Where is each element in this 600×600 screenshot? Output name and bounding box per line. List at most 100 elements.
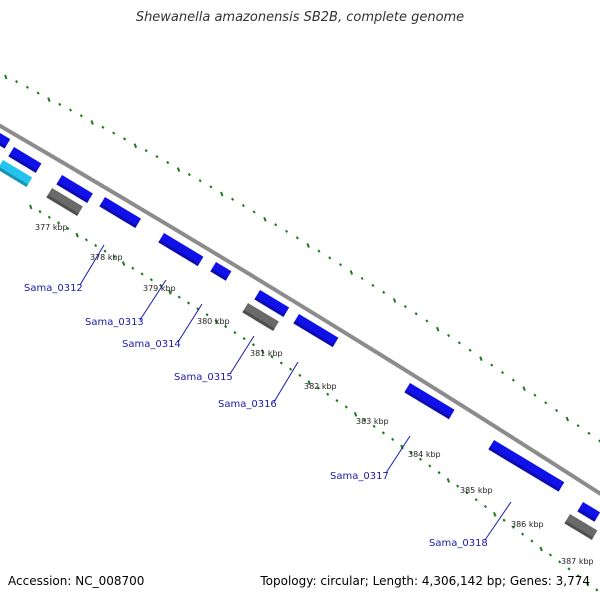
gc-dot	[554, 408, 559, 413]
gc-dot	[112, 131, 116, 135]
gc-dot	[371, 283, 375, 287]
gc-dot	[425, 319, 429, 323]
gc-dot	[565, 416, 570, 422]
gene-block	[0, 160, 33, 187]
gene-label[interactable]: Sama_0314	[122, 339, 181, 350]
gc-dot	[298, 373, 302, 378]
gc-dot	[121, 261, 126, 266]
gc-dot	[511, 525, 515, 529]
gc-dot	[112, 255, 116, 259]
gc-dot	[576, 424, 580, 428]
gene-label[interactable]: Sama_0316	[218, 399, 277, 410]
gc-dot	[353, 412, 358, 417]
gc-dot	[428, 464, 432, 468]
gc-dot	[483, 504, 488, 509]
gc-dot	[382, 290, 386, 294]
gc-dot	[409, 450, 413, 455]
gene-label[interactable]: Sama_0312	[24, 283, 83, 294]
genome-backbone	[0, 123, 600, 496]
gc-dot	[251, 343, 256, 347]
gc-dot	[587, 431, 591, 435]
gc-skew-inner-track	[29, 204, 599, 592]
gc-dot	[446, 477, 451, 483]
gene-block	[488, 440, 565, 492]
gc-dot	[66, 226, 70, 231]
gc-dot	[177, 295, 181, 299]
gc-dot	[58, 102, 62, 106]
gene-label[interactable]: Sama_0318	[429, 538, 488, 549]
gc-dot	[349, 270, 354, 275]
gc-dot	[530, 539, 534, 543]
kbp-tick-label: 386 kbp	[511, 520, 544, 529]
kbp-tick-label: 387 kbp	[561, 557, 594, 566]
gc-dot	[155, 154, 159, 159]
gc-dot	[338, 263, 343, 267]
gc-dot	[38, 210, 42, 214]
gene-label-leader	[177, 303, 203, 343]
gc-dot	[231, 197, 235, 201]
gc-dot	[360, 276, 364, 281]
gc-dot	[47, 215, 51, 219]
accession-text: Accession: NC_008700	[8, 574, 145, 588]
gc-dot	[335, 398, 339, 403]
gc-dot	[403, 304, 407, 309]
gc-dot	[391, 437, 395, 441]
gc-dot	[418, 457, 423, 461]
gc-dot	[224, 325, 228, 329]
gc-dot	[25, 85, 29, 89]
topology-summary: Topology: circular; Length: 4,306,142 bp…	[260, 574, 590, 588]
gc-dot	[168, 289, 172, 295]
gene-label[interactable]: Sama_0313	[85, 317, 144, 328]
kbp-tick-label: 379 kbp	[143, 284, 176, 293]
gc-dot	[94, 243, 98, 248]
map-title: Shewanella amazonensis SB2B, complete ge…	[135, 10, 465, 25]
gc-dot	[576, 574, 580, 578]
gc-dot	[363, 418, 367, 422]
gc-dot	[131, 266, 135, 270]
gene-block	[404, 383, 455, 420]
gc-dot	[90, 120, 94, 125]
gc-dot	[261, 349, 265, 355]
gc-dot	[544, 401, 548, 405]
gc-dot	[328, 256, 332, 260]
gc-dot	[548, 553, 552, 557]
gc-dot	[187, 172, 191, 177]
gene-label-leader	[484, 501, 512, 541]
gc-dot	[233, 331, 237, 335]
gc-dot	[479, 356, 483, 361]
gc-dot	[220, 191, 224, 197]
gc-dot	[101, 125, 105, 129]
gc-dot	[468, 348, 472, 352]
gene-features	[0, 133, 600, 540]
gc-dot	[149, 278, 153, 282]
gc-dot	[29, 204, 33, 210]
gc-dot	[372, 424, 376, 428]
kbp-tick-label: 384 kbp	[408, 450, 441, 459]
gene-block	[564, 514, 598, 540]
gc-dot	[241, 203, 245, 208]
gene-label-leader	[139, 279, 167, 321]
gene-label[interactable]: Sama_0315	[174, 372, 233, 383]
gc-dot	[326, 392, 330, 396]
gc-dot	[75, 232, 79, 238]
gc-dot	[502, 518, 506, 522]
gc-dot	[79, 114, 83, 118]
gc-dot	[176, 167, 181, 172]
gc-dot	[36, 91, 40, 95]
gc-dot	[133, 143, 138, 149]
gene-label-leader	[385, 435, 411, 474]
gc-dot	[242, 337, 246, 341]
gc-dot	[344, 405, 348, 409]
gene-block	[46, 188, 83, 216]
gc-dot	[123, 137, 127, 141]
gc-dot	[274, 223, 278, 227]
gc-dot	[289, 367, 293, 371]
gc-dot	[446, 333, 451, 338]
gene-label[interactable]: Sama_0317	[330, 471, 389, 482]
gc-dot	[166, 160, 170, 165]
gc-dot	[84, 238, 88, 242]
gc-dot	[567, 567, 571, 571]
gc-dot	[558, 560, 562, 564]
